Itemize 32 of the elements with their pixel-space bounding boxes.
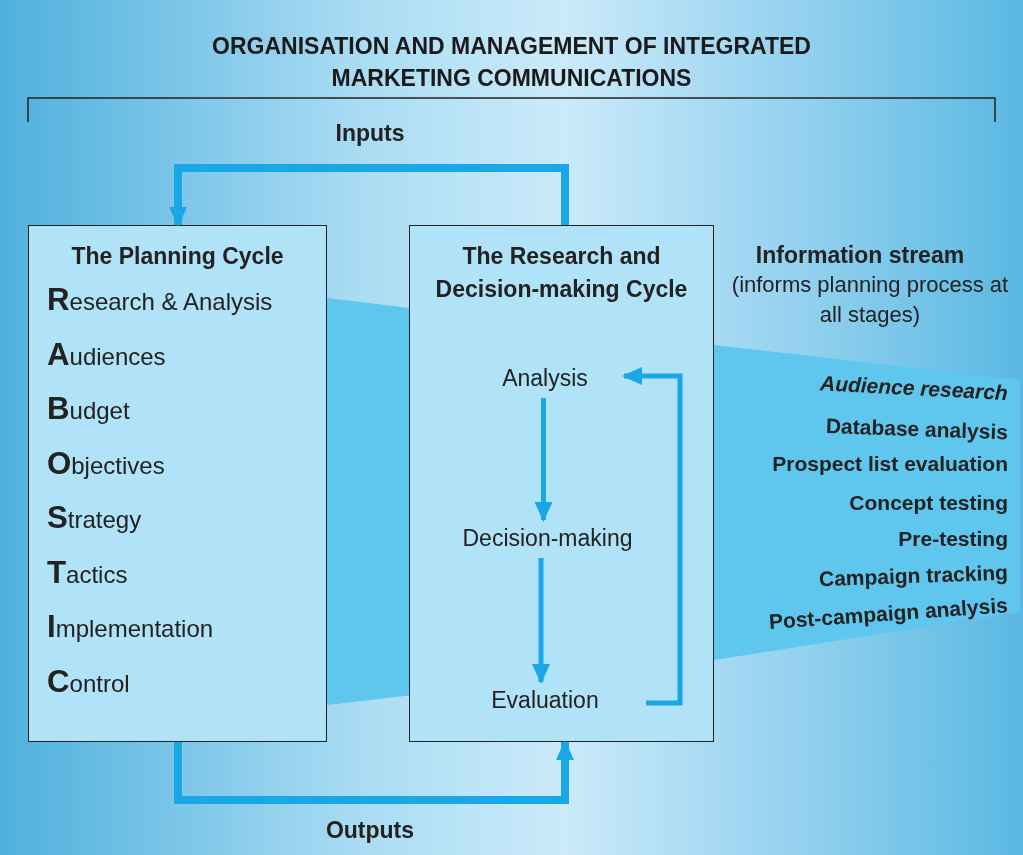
title: ORGANISATION AND MANAGEMENT OF INTEGRATED MARKETING COMMUNICATIONS <box>211 32 812 93</box>
arrow <box>169 164 569 227</box>
planning-step: Audiences <box>47 327 326 382</box>
planning-step: Research & Analysis <box>47 273 326 328</box>
planning-step: Strategy <box>47 491 326 546</box>
arrow <box>174 740 574 804</box>
planning-step: Budget <box>47 382 326 437</box>
arrow <box>622 367 683 706</box>
cycle-step: Evaluation <box>450 686 640 714</box>
planning-step: Control <box>47 654 326 709</box>
box-heading: The Research and Decision-making Cycle <box>434 242 689 304</box>
stream-item: Prospect list evaluation <box>771 451 1008 477</box>
planning-step: Tactics <box>47 545 326 600</box>
stream-item: Audience research <box>818 370 1009 407</box>
arrow <box>532 558 550 684</box>
stream-item: Concept testing <box>848 490 1008 516</box>
stream-heading: Information stream <box>754 241 966 270</box>
stream-item: Post-campaign analysis <box>767 592 1009 635</box>
edge-label: Inputs <box>334 119 406 148</box>
cycle-box <box>28 225 327 742</box>
cycle-step: Decision-making <box>420 524 675 552</box>
planning-step: Objectives <box>47 436 326 491</box>
arrow <box>534 398 553 522</box>
cycle-step: Analysis <box>470 364 620 392</box>
stream-item: Campaign tracking <box>817 559 1009 593</box>
planning-step: Implementation <box>47 600 326 655</box>
box-heading: The Planning Cycle <box>70 242 285 271</box>
stream-heading: (informs planning process at all stages) <box>730 271 1010 329</box>
stream-item: Database analysis <box>824 413 1009 446</box>
cycle-box <box>409 225 714 742</box>
edge-label: Outputs <box>324 816 416 845</box>
stream-item: Pre-testing <box>897 526 1008 552</box>
